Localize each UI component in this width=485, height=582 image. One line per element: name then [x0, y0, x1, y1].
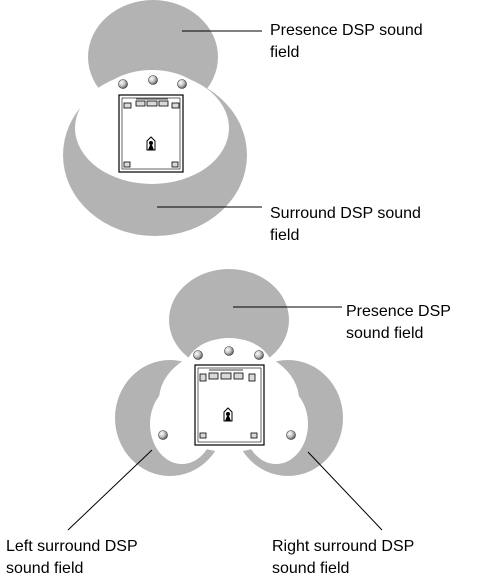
- speaker-icon: [158, 430, 168, 440]
- right-surround-leader: [307, 451, 383, 531]
- top-presence-label: Presence DSP sound field: [270, 22, 423, 61]
- left-surround-label: Left surround DSP sound field: [6, 538, 138, 577]
- speaker-icon: [286, 430, 296, 440]
- speaker-icon: [254, 350, 264, 360]
- top-room-layout: [118, 94, 184, 173]
- top-diagram: [63, 0, 262, 236]
- bottom-diagram: [67, 269, 383, 531]
- right-surround-label: Right surround DSP sound field: [272, 538, 415, 577]
- bottom-room-layout: [194, 364, 265, 446]
- speaker-icon: [118, 79, 128, 89]
- bottom-corner-speakers: [199, 432, 258, 439]
- speaker-icon: [193, 350, 203, 360]
- bottom-presence-sound-field: [169, 269, 289, 371]
- top-front-speakers: [118, 75, 187, 89]
- speaker-icon: [177, 79, 187, 89]
- bottom-front-speakers: [193, 346, 264, 360]
- listener-icon: [146, 136, 156, 151]
- top-corner-speakers: [123, 161, 179, 168]
- listener-icon: [223, 407, 233, 422]
- tv-console-icon: [199, 372, 256, 382]
- left-surround-leader: [67, 449, 153, 531]
- speaker-icon: [224, 346, 234, 356]
- tv-console-icon: [123, 100, 180, 109]
- bottom-presence-label: Presence DSP sound field: [346, 303, 451, 342]
- speaker-icon: [148, 75, 158, 85]
- top-surround-label: Surround DSP sound field: [270, 205, 421, 244]
